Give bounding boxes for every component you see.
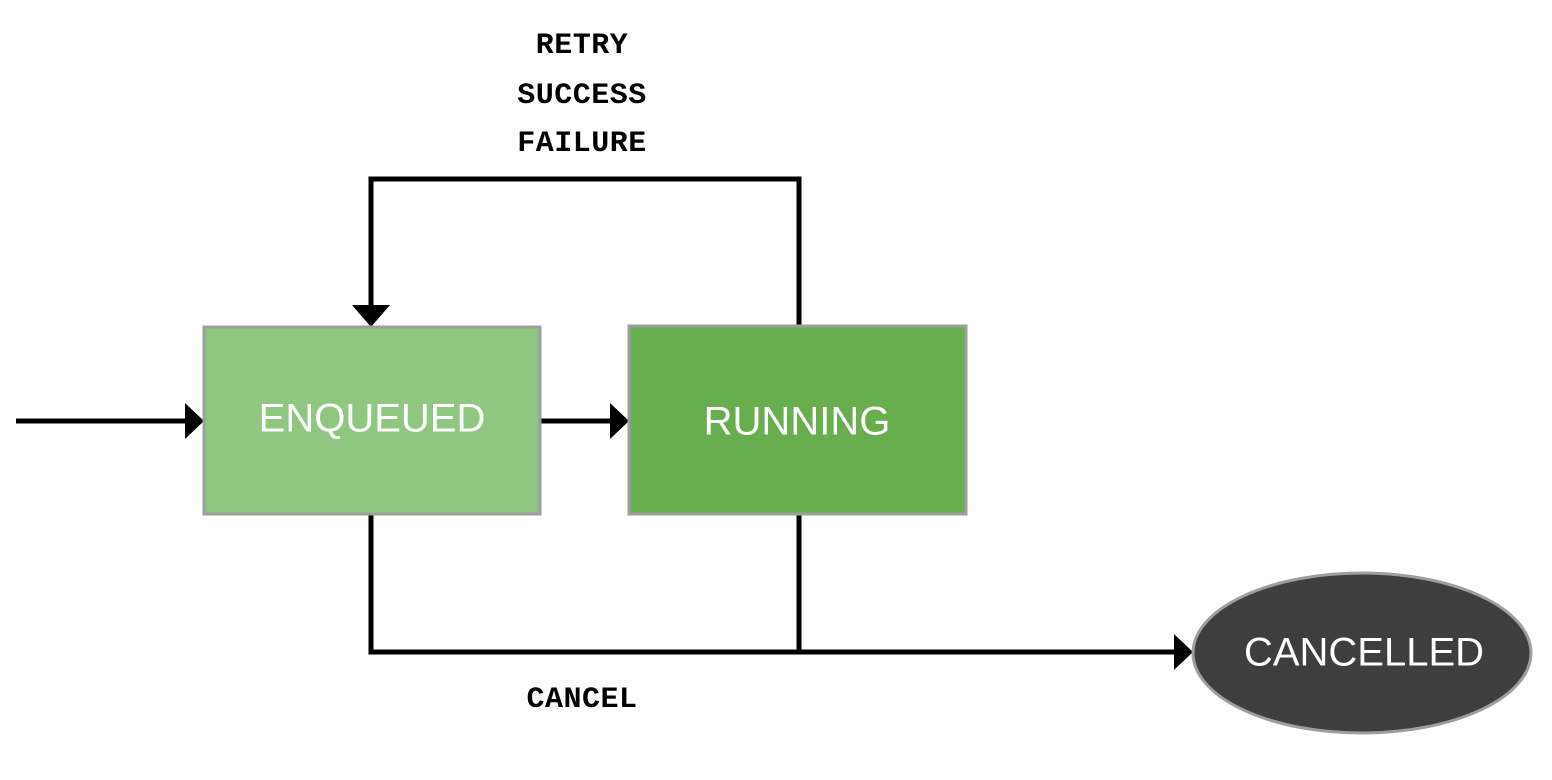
edge-enqueued-to-cancelled-arrowhead (1174, 634, 1193, 670)
edge-enqueued-to-cancelled-line (368, 514, 1174, 655)
edge-enqueued-to-running (540, 403, 629, 439)
node-running[interactable]: RUNNING (627, 324, 968, 516)
edge-running-to-enqueued-line (368, 176, 802, 326)
edge-running-to-enqueued-arrowhead (352, 305, 390, 327)
edge-start-to-enqueued (16, 403, 204, 439)
edge-label-retry: RETRY (536, 29, 629, 63)
node-running-shape[interactable] (627, 324, 968, 516)
edge-running-to-enqueued (352, 176, 802, 327)
node-enqueued-shape[interactable] (202, 325, 542, 516)
node-cancelled-label: CANCELLED (1244, 631, 1484, 675)
edge-label-failure: FAILURE (517, 127, 647, 161)
edge-enqueued-to-cancelled (368, 514, 1193, 670)
node-running-label: RUNNING (704, 400, 891, 444)
edge-label-cancel: CANCEL (526, 683, 637, 717)
node-cancelled-shape[interactable] (1191, 571, 1533, 735)
node-cancelled[interactable]: CANCELLED (1191, 571, 1533, 735)
edge-label-success: SUCCESS (517, 79, 647, 113)
node-enqueued-label: ENQUEUED (259, 397, 486, 441)
edge-start-to-enqueued-arrowhead (185, 403, 204, 439)
edge-enqueued-to-running-arrowhead (610, 403, 629, 439)
node-enqueued[interactable]: ENQUEUED (202, 325, 542, 516)
